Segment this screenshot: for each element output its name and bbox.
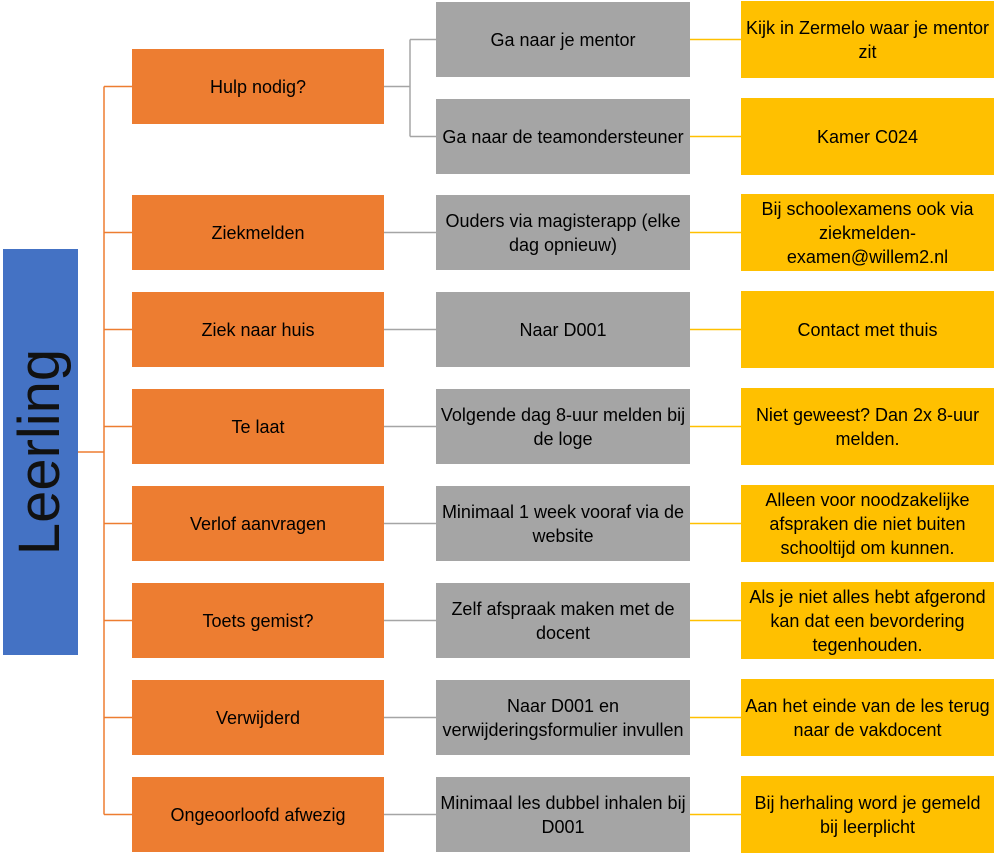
root-label: Leerling	[7, 348, 73, 556]
note-box: Als je niet alles hebt afgerond kan dat …	[741, 582, 994, 659]
action-box-text: Minimaal les dubbel inhalen bij D001	[440, 792, 686, 837]
note-box: Contact met thuis	[741, 291, 994, 368]
note-box: Kamer C024	[741, 98, 994, 175]
category-box-text: Te laat	[231, 416, 285, 437]
note-box-text: Kijk in Zermelo waar je mentor zit	[745, 17, 990, 62]
action-box-text: Naar D001	[519, 319, 607, 340]
category-box-text: Ziek naar huis	[201, 319, 315, 340]
note-box: Alleen voor noodzakelijke afspraken die …	[741, 485, 994, 562]
action-box-text: Ouders via magisterapp (elke dag opnieuw…	[445, 210, 681, 255]
category-box-text: Hulp nodig?	[209, 76, 307, 97]
note-box: Bij herhaling word je gemeld bij leerpli…	[741, 776, 994, 853]
action-box-text: Naar D001 en verwijderingsformulier invu…	[442, 695, 684, 740]
action-box: Ga naar je mentor	[436, 2, 690, 77]
note-box-text: Aan het einde van de les terug naar de v…	[745, 695, 990, 740]
note-box: Aan het einde van de les terug naar de v…	[741, 679, 994, 756]
action-box: Ouders via magisterapp (elke dag opnieuw…	[436, 195, 690, 270]
action-box: Zelf afspraak maken met de docent	[436, 583, 690, 658]
action-box-text: Minimaal 1 week vooraf via de website	[441, 501, 685, 546]
category-box: Verlof aanvragen	[132, 486, 384, 561]
note-box: Niet geweest? Dan 2x 8-uur melden.	[741, 388, 994, 465]
note-box-text: Als je niet alles hebt afgerond kan dat …	[749, 586, 986, 655]
category-box-text: Toets gemist?	[202, 610, 314, 631]
category-box-text: Ziekmelden	[211, 222, 305, 243]
note-box: Kijk in Zermelo waar je mentor zit	[741, 1, 994, 78]
category-box-text: Verlof aanvragen	[189, 513, 327, 534]
category-box-text: Ongeoorloofd afwezig	[170, 804, 346, 825]
action-box: Volgende dag 8-uur melden bij de loge	[436, 389, 690, 464]
note-box: Bij schoolexamens ook via ziekmelden-exa…	[741, 194, 994, 271]
action-box-text: Volgende dag 8-uur melden bij de loge	[440, 404, 686, 449]
category-box: Ongeoorloofd afwezig	[132, 777, 384, 852]
category-box: Te laat	[132, 389, 384, 464]
note-box-text: Contact met thuis	[797, 319, 938, 340]
action-box-text: Ga naar de teamondersteuner	[442, 126, 684, 147]
note-box-text: Bij schoolexamens ook via ziekmelden-exa…	[761, 198, 974, 267]
action-box: Minimaal 1 week vooraf via de website	[436, 486, 690, 561]
note-box-text: Bij herhaling word je gemeld bij leerpli…	[754, 792, 981, 837]
category-box: Toets gemist?	[132, 583, 384, 658]
note-box-text: Niet geweest? Dan 2x 8-uur melden.	[755, 404, 980, 449]
action-box: Ga naar de teamondersteuner	[436, 99, 690, 174]
category-box: Ziek naar huis	[132, 292, 384, 367]
action-box-text: Ga naar je mentor	[490, 29, 636, 50]
action-box-text: Zelf afspraak maken met de docent	[451, 598, 675, 643]
category-box: Ziekmelden	[132, 195, 384, 270]
note-box-text: Alleen voor noodzakelijke afspraken die …	[765, 489, 970, 558]
action-box: Naar D001	[436, 292, 690, 367]
category-box: Verwijderd	[132, 680, 384, 755]
action-box: Naar D001 en verwijderingsformulier invu…	[436, 680, 690, 755]
note-box-text: Kamer C024	[816, 126, 919, 147]
category-box-text: Verwijderd	[215, 707, 301, 728]
action-box: Minimaal les dubbel inhalen bij D001	[436, 777, 690, 852]
category-box: Hulp nodig?	[132, 49, 384, 124]
root-node: Leerling	[3, 249, 78, 655]
